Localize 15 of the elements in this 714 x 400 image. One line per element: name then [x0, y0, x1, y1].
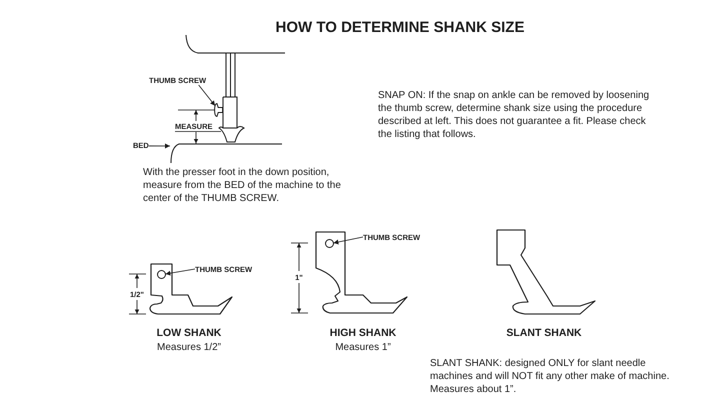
leader-line [165, 268, 196, 276]
instruction-text: SNAP ON: If the snap on ankle can be removed by loosening the thumb screw, determine shank size using the procedure described at left. This does not guarantee a fit. Please check the listing that follows. [378, 89, 650, 141]
instruction-text: With the presser foot in the down position, measure from the BED of the machine to the center of the THUMB SCREW. [143, 166, 342, 205]
diagram-title: HOW TO DETERMINE SHANK SIZE [276, 18, 524, 37]
leader-line [333, 236, 364, 244]
shank-type-heading: LOW SHANK [156, 327, 222, 340]
leader-line [198, 84, 216, 106]
measurement-note: Measures 1/2” [157, 341, 221, 354]
measurement-note: Measures 1” [335, 341, 391, 354]
thumb-screw-knob [214, 103, 223, 117]
leader-line [148, 144, 170, 148]
instruction-text: SLANT SHANK: designed ONLY for slant needle machines and will NOT fit any other make of machine. Measures about 1”. [430, 357, 670, 396]
machine-bed-line [170, 143, 282, 163]
shank-type-heading: HIGH SHANK [330, 327, 396, 340]
shank-type-heading: SLANT SHANK [506, 327, 582, 340]
